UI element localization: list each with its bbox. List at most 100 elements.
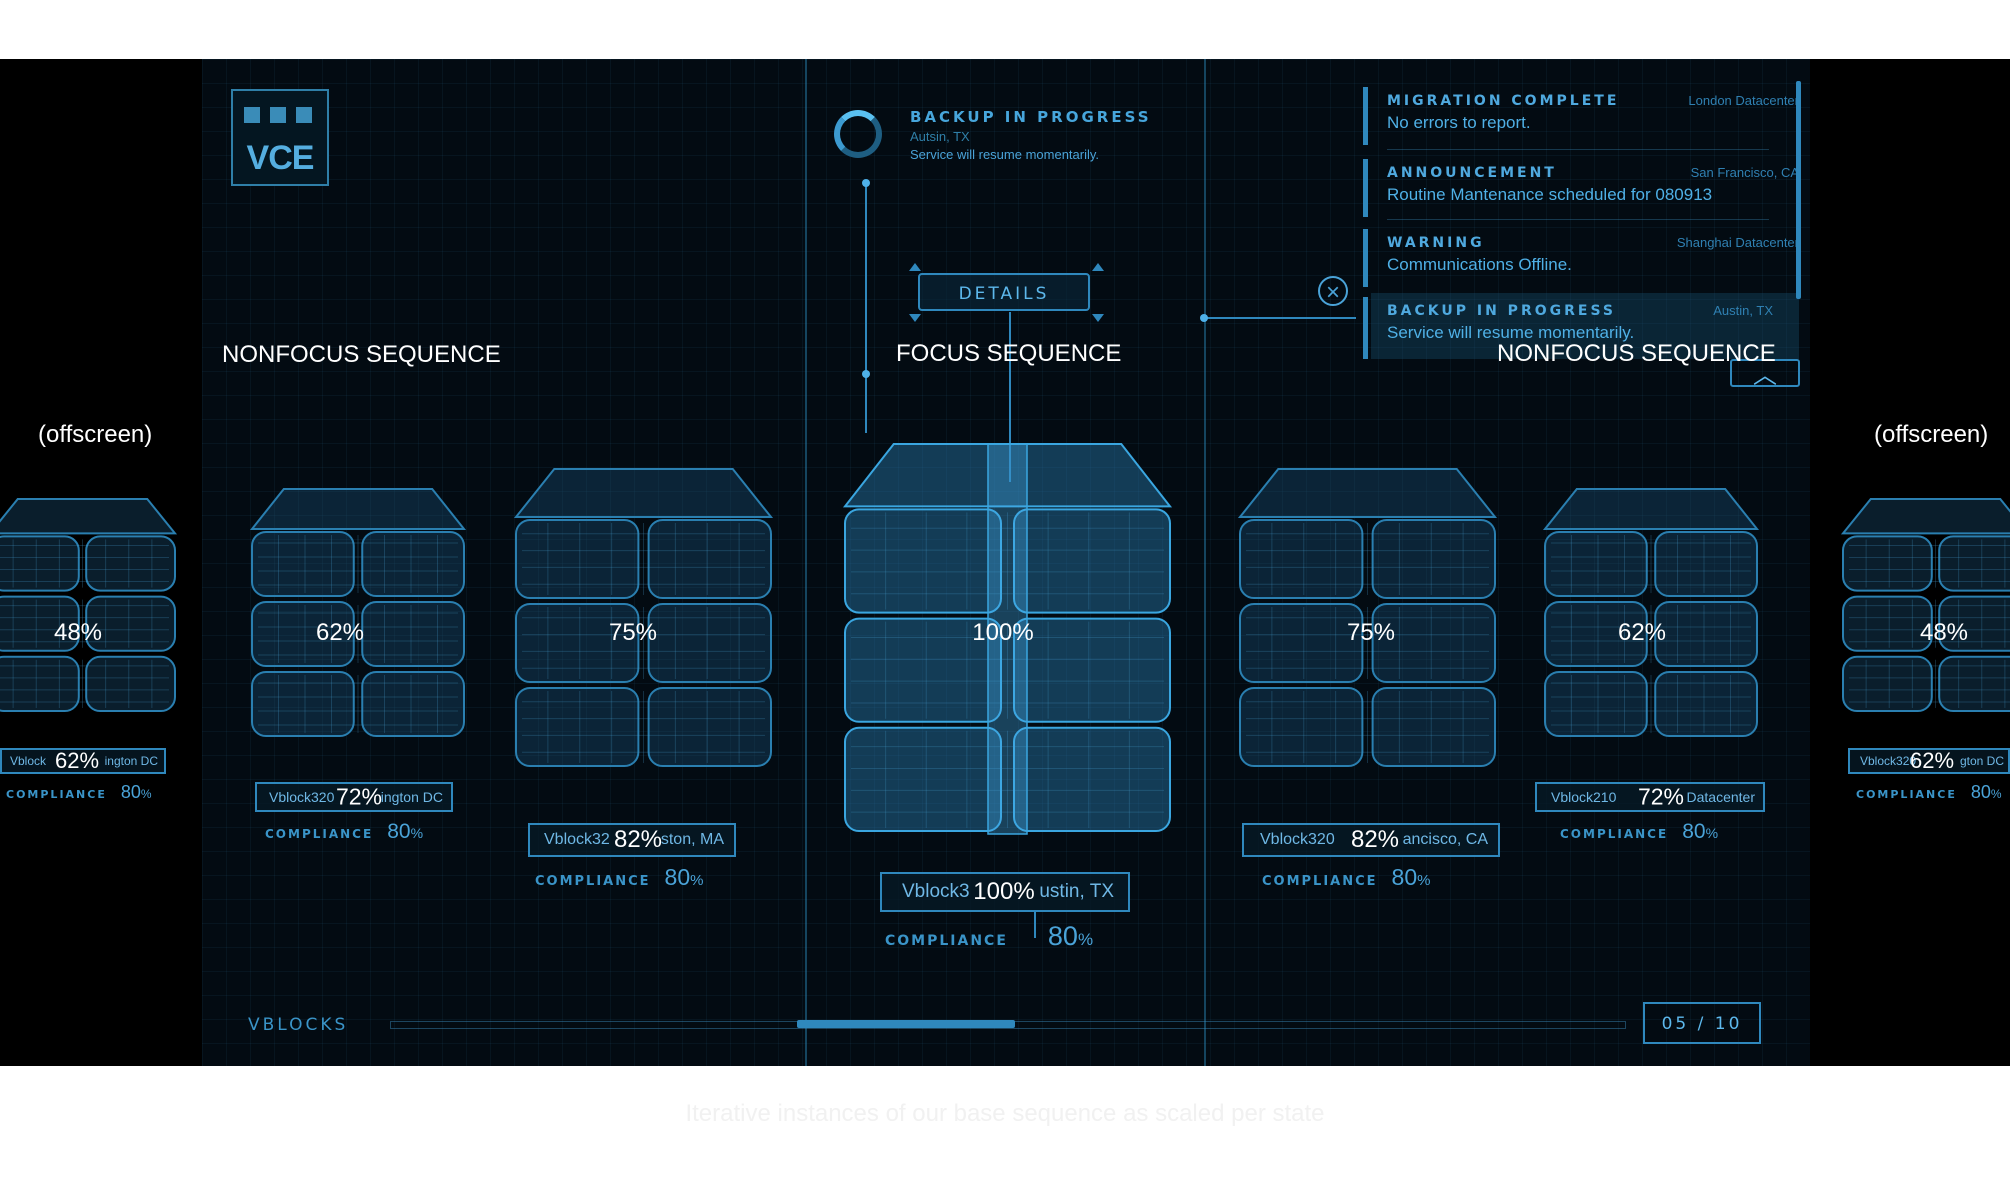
compliance-unit: % bbox=[410, 825, 424, 841]
scale-percent: 62% bbox=[1617, 619, 1667, 646]
scale-percent: 48% bbox=[53, 619, 103, 646]
status-connector-line bbox=[865, 183, 867, 433]
divider bbox=[1387, 219, 1769, 220]
tag-location: ustin, TX bbox=[1039, 881, 1114, 902]
vblock-cube-icon bbox=[249, 488, 467, 737]
notification-bar bbox=[1363, 159, 1368, 217]
tag-name: Vblock210 bbox=[1551, 789, 1617, 805]
tag-location: ston, MA bbox=[660, 831, 724, 848]
scale-percent: 100% bbox=[972, 619, 1034, 646]
scale-percent: 48% bbox=[1919, 619, 1969, 646]
notification-item[interactable]: ANNOUNCEMENT San Francisco, CA Routine M… bbox=[1387, 165, 1799, 225]
vblocks-scroll-thumb[interactable] bbox=[797, 1020, 1015, 1028]
scale-percent: 75% bbox=[608, 619, 658, 646]
tag-location: gton DC bbox=[1959, 754, 2004, 768]
notification-title: WARNING bbox=[1387, 235, 1485, 251]
offscreen-right-label: (offscreen) bbox=[1874, 421, 1989, 448]
notification-message: No errors to report. bbox=[1387, 113, 1531, 132]
compliance-value: 80 bbox=[387, 820, 411, 843]
notification-item[interactable]: MIGRATION COMPLETE London Datacenter No … bbox=[1387, 93, 1799, 153]
nonfocus-right-label: NONFOCUS SEQUENCE bbox=[1497, 340, 1776, 367]
compliance-label: COMPLIANCE bbox=[6, 788, 107, 801]
vblock-tag[interactable]: Vblock320 72% ington DC bbox=[255, 782, 453, 812]
compliance-label: COMPLIANCE bbox=[885, 933, 1008, 949]
notification-location: San Francisco, CA bbox=[1690, 165, 1799, 180]
vblock-tag[interactable]: Vblock320 82% ancisco, CA bbox=[1242, 823, 1500, 857]
notification-bar bbox=[1363, 87, 1368, 145]
vblock-cube-icon bbox=[0, 498, 178, 712]
vblocks-scroll-track[interactable] bbox=[390, 1020, 1626, 1029]
scale-percent: 62% bbox=[315, 619, 365, 646]
compliance-readout: COMPLIANCE 80% bbox=[265, 820, 423, 844]
details-connector-line bbox=[1009, 312, 1011, 482]
notification-message: Routine Mantenance scheduled for 080913 bbox=[1387, 185, 1713, 204]
tag-name: Vblock3 bbox=[902, 881, 970, 902]
notification-panel: MIGRATION COMPLETE London Datacenter No … bbox=[1357, 69, 1811, 359]
compliance-unit: % bbox=[690, 872, 704, 889]
app-window: VCE BACKUP IN PROGRESS Autsin, TX Servic… bbox=[0, 59, 2010, 1066]
connector-dot bbox=[862, 370, 870, 378]
vblock-cube-icon bbox=[513, 468, 774, 767]
vblock-tag[interactable]: Vblock32 82% ston, MA bbox=[528, 823, 736, 857]
notification-bar bbox=[1363, 229, 1368, 287]
loading-spinner-icon bbox=[834, 110, 882, 158]
notification-bar bbox=[1363, 297, 1368, 359]
vblock-tag[interactable]: Vblock 62% ington DC bbox=[0, 748, 166, 774]
page-counter: 05 / 10 bbox=[1643, 1002, 1761, 1044]
notification-title: BACKUP IN PROGRESS bbox=[1387, 303, 1616, 319]
tag-name: Vblock32 bbox=[544, 831, 610, 848]
tag-name: Vblock320 bbox=[1860, 754, 1917, 768]
notification-message: Communications Offline. bbox=[1387, 255, 1572, 274]
backup-status-location: Autsin, TX bbox=[910, 129, 970, 144]
collapse-chevron-up-icon[interactable]: ︿ bbox=[1730, 359, 1800, 389]
tag-scale: 82% bbox=[1350, 826, 1400, 853]
vblock-tag[interactable]: Vblock3 100% ustin, TX bbox=[880, 872, 1130, 912]
vblock-cube-icon bbox=[1840, 498, 2010, 712]
nonfocus-left-label: NONFOCUS SEQUENCE bbox=[222, 341, 501, 368]
main-panel bbox=[202, 59, 1810, 1066]
connector-dot bbox=[1200, 314, 1208, 322]
close-icon[interactable]: × bbox=[1318, 276, 1348, 306]
compliance-readout: COMPLIANCE 80% bbox=[885, 921, 1093, 952]
compliance-unit: % bbox=[1077, 930, 1094, 949]
corner-arrow-icon bbox=[909, 314, 921, 322]
tag-location: Datacenter bbox=[1686, 789, 1755, 805]
compliance-label: COMPLIANCE bbox=[265, 827, 374, 841]
vce-logo: VCE bbox=[231, 89, 329, 186]
vblock-cube-icon bbox=[842, 443, 1173, 835]
compliance-value: 80 bbox=[1047, 921, 1078, 951]
tag-scale: 72% bbox=[335, 783, 383, 810]
compliance-unit: % bbox=[140, 787, 152, 801]
tag-location: ancisco, CA bbox=[1402, 831, 1488, 848]
notification-item-active[interactable]: BACKUP IN PROGRESS Austin, TX Service wi… bbox=[1371, 293, 1799, 359]
notification-scrollbar[interactable] bbox=[1796, 81, 1801, 299]
compliance-label: COMPLIANCE bbox=[1856, 788, 1957, 801]
scale-percent: 75% bbox=[1346, 619, 1396, 646]
vblock-tag[interactable]: Vblock320 62% gton DC bbox=[1848, 748, 2010, 774]
logo-text: VCE bbox=[246, 139, 315, 177]
compliance-label: COMPLIANCE bbox=[535, 874, 651, 889]
compliance-unit: % bbox=[1990, 787, 2002, 801]
vblock-tag[interactable]: Vblock210 72% Datacenter bbox=[1535, 782, 1765, 812]
tag-connector-line bbox=[1034, 912, 1036, 938]
notification-item[interactable]: WARNING Shanghai Datacenter Communicatio… bbox=[1387, 235, 1799, 295]
notification-message: Service will resume momentarily. bbox=[1387, 323, 1635, 342]
corner-arrow-icon bbox=[1092, 263, 1104, 271]
compliance-label: COMPLIANCE bbox=[1262, 874, 1378, 889]
tag-name: Vblock320 bbox=[269, 789, 335, 805]
notification-title: ANNOUNCEMENT bbox=[1387, 165, 1557, 181]
corner-arrow-icon bbox=[909, 263, 921, 271]
compliance-readout: COMPLIANCE 80% bbox=[1262, 864, 1430, 891]
compliance-value: 80 bbox=[1391, 864, 1418, 890]
notification-location: Austin, TX bbox=[1713, 303, 1773, 318]
details-button[interactable]: DETAILS bbox=[918, 273, 1090, 311]
tag-location: ington DC bbox=[104, 754, 158, 768]
caption: Iterative instances of our base sequence… bbox=[685, 1100, 1325, 1127]
notification-location: London Datacenter bbox=[1688, 93, 1799, 108]
backup-status-title: BACKUP IN PROGRESS bbox=[910, 108, 1152, 126]
tag-scale: 100% bbox=[973, 878, 1035, 905]
compliance-unit: % bbox=[1417, 872, 1431, 889]
